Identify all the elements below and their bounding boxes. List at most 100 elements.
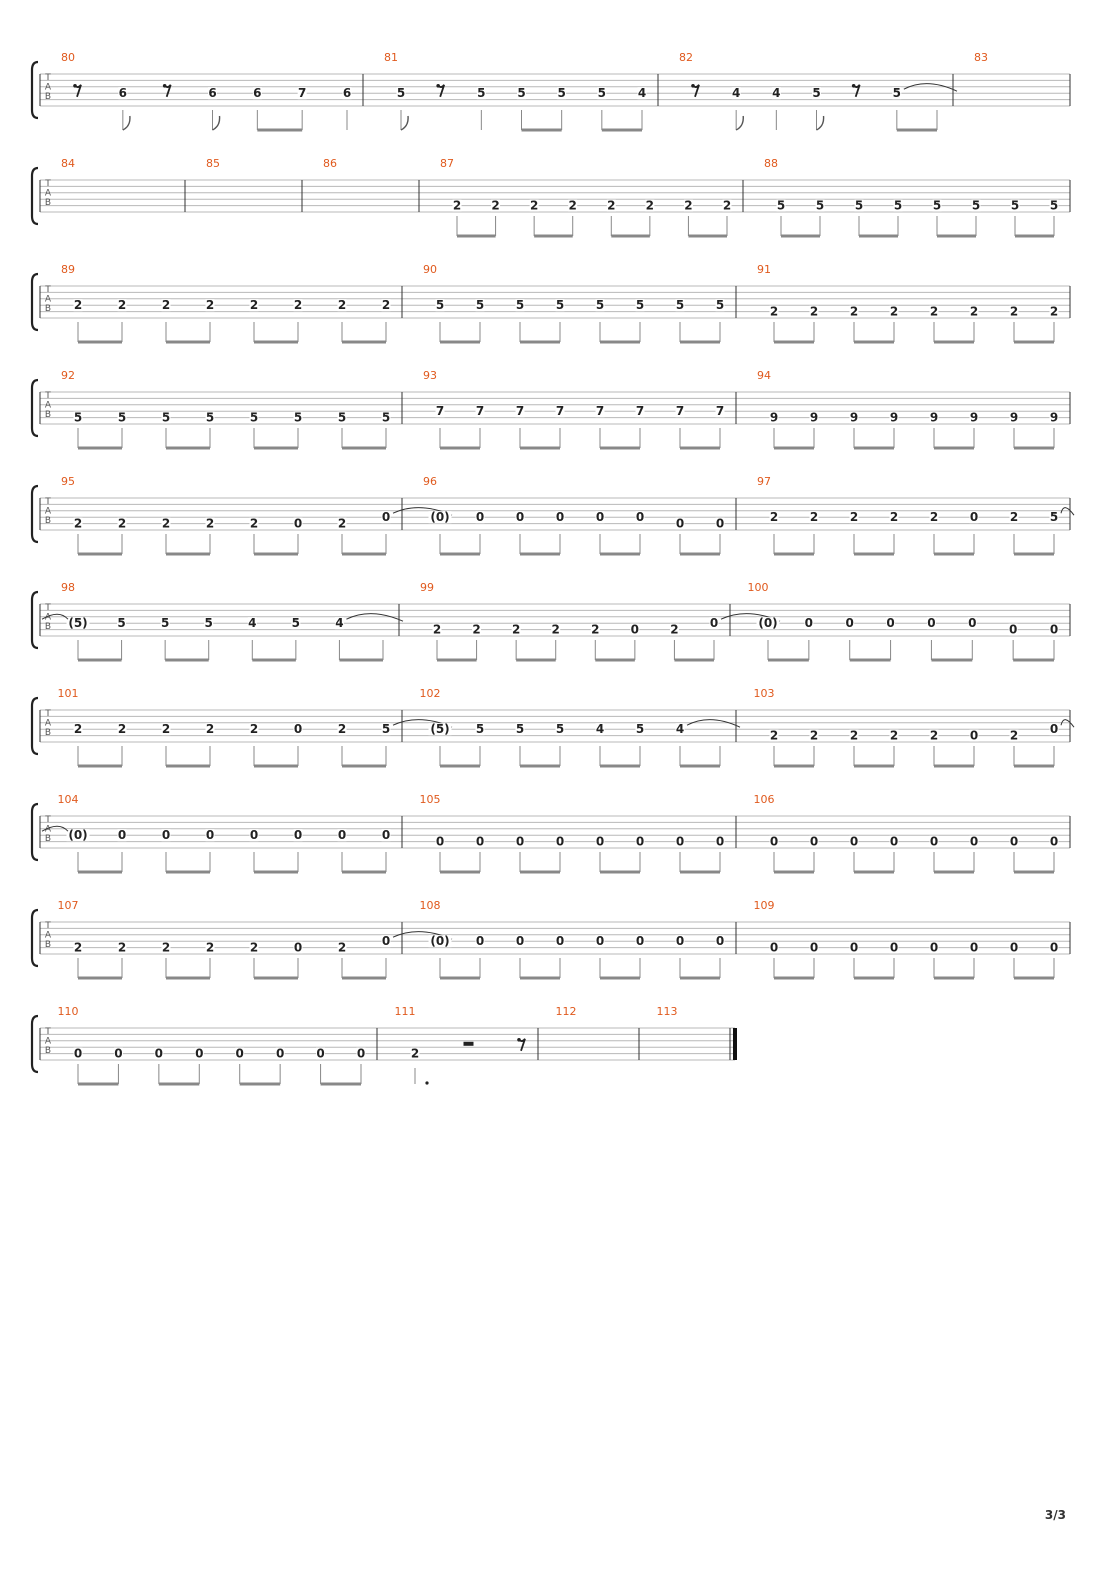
measure-number: 98 (61, 581, 75, 594)
fret-background (249, 517, 259, 530)
fret-number: 2 (250, 941, 258, 955)
fret-number: 0 (970, 729, 978, 743)
fret-number: 5 (382, 411, 390, 425)
fret-background (555, 511, 565, 524)
fret-number: (0) (430, 510, 449, 524)
fret-number: 5 (636, 722, 644, 736)
fret-background (555, 405, 565, 418)
fret-number: 0 (436, 835, 444, 849)
fret-number: 2 (433, 623, 441, 637)
fret-background (435, 299, 445, 312)
fret-number: 0 (1050, 722, 1058, 736)
fret-background (249, 941, 259, 954)
tab-clef-letter: B (45, 834, 51, 844)
fret-background (929, 729, 939, 742)
fret-background (475, 835, 485, 848)
tab-clef-letter: T (44, 285, 51, 295)
fret-background (1009, 941, 1019, 954)
fret-background (249, 299, 259, 312)
fret-number: 0 (890, 835, 898, 849)
fret-number: 2 (930, 305, 938, 319)
fret-background (511, 623, 521, 636)
fret-background (208, 87, 217, 100)
fret-number: 4 (772, 86, 780, 100)
fret-background (555, 835, 565, 848)
fret-background (812, 87, 821, 100)
system-bracket (30, 590, 39, 650)
tab-clef-letter: T (44, 603, 51, 613)
fret-number: 2 (74, 722, 82, 736)
fret-number: 0 (886, 616, 894, 630)
fret-number: 0 (276, 1047, 284, 1061)
fret-number: 0 (676, 835, 684, 849)
fret-number: 0 (1010, 835, 1018, 849)
fret-number: 2 (850, 729, 858, 743)
fret-number: 0 (382, 934, 390, 948)
fret-background (476, 87, 486, 100)
fret-number: 2 (970, 305, 978, 319)
fret-number: 0 (716, 934, 724, 948)
system-bracket (30, 908, 39, 968)
fret-background (635, 405, 645, 418)
fret-number: 2 (250, 517, 258, 531)
fret-background (1049, 941, 1059, 954)
fret-number: 0 (810, 835, 818, 849)
fret-background (117, 829, 127, 842)
eighth-rest-dot (162, 84, 167, 88)
fret-number: 5 (716, 298, 724, 312)
measure-number: 106 (754, 793, 775, 806)
fret-number: 6 (343, 86, 351, 100)
fret-number: 0 (968, 616, 976, 630)
fret-number: 0 (206, 828, 214, 842)
fret-number: 2 (294, 298, 302, 312)
fret-background (515, 835, 525, 848)
fret-number: 2 (890, 510, 898, 524)
fret-number: 0 (636, 835, 644, 849)
fret-background (932, 199, 942, 212)
fret-background (675, 835, 685, 848)
fret-background (475, 299, 485, 312)
fret-background (769, 305, 779, 318)
fret-number: 2 (850, 305, 858, 319)
fret-background (73, 517, 83, 530)
fret-number: 0 (970, 941, 978, 955)
fret-number: 5 (894, 199, 902, 213)
system-bracket (30, 1014, 39, 1074)
fret-background (293, 941, 303, 954)
fret-number: (0) (430, 934, 449, 948)
fret-background (849, 835, 859, 848)
fret-background (675, 517, 685, 530)
fret-number: 5 (556, 298, 564, 312)
fret-number: 0 (930, 835, 938, 849)
fret-number: 2 (162, 941, 170, 955)
fret-background (595, 511, 605, 524)
fret-number: 4 (732, 86, 740, 100)
fret-number: 0 (636, 934, 644, 948)
measure-number: 113 (657, 1005, 678, 1018)
fret-background (889, 729, 899, 742)
fret-number: 9 (970, 411, 978, 425)
fret-number: 5 (933, 199, 941, 213)
fret-background (969, 729, 979, 742)
fret-number: 2 (338, 517, 346, 531)
fret-number: 4 (638, 86, 646, 100)
fret-background (113, 1047, 123, 1060)
fret-background (969, 411, 979, 424)
fret-number: 7 (476, 404, 484, 418)
tie (41, 613, 69, 620)
fret-background (205, 723, 215, 736)
fret-number: 5 (1050, 199, 1058, 213)
fret-number: 0 (890, 941, 898, 955)
fret-number: 0 (596, 510, 604, 524)
fret-background (293, 411, 303, 424)
fret-background (249, 723, 259, 736)
fret-number: 0 (1010, 941, 1018, 955)
fret-number: (5) (430, 722, 449, 736)
fret-number: 2 (890, 729, 898, 743)
fret-background (675, 723, 685, 736)
fret-number: 0 (596, 835, 604, 849)
fret-background (205, 829, 215, 842)
fret-number: 2 (930, 729, 938, 743)
fret-background (635, 835, 645, 848)
fret-number: 0 (357, 1047, 365, 1061)
